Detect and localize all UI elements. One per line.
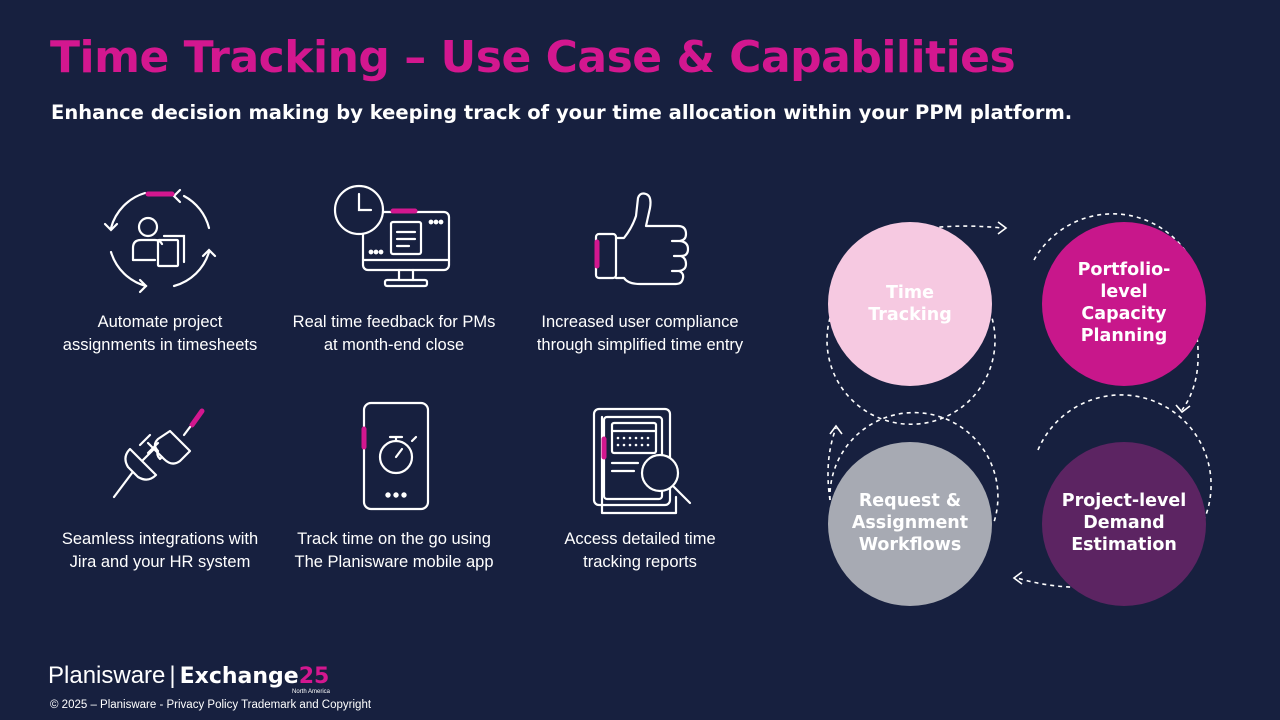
capability-label-line2: assignments in timesheets (62, 336, 258, 354)
event-name: Exchange (179, 664, 299, 689)
capability-label-line1: Track time on the go using (297, 530, 491, 548)
capability-label-line2: The Planisware mobile app (294, 553, 494, 571)
report-magnifier-icon (592, 407, 692, 515)
step-request-workflows-label: Request & Assignment Workflows (851, 491, 969, 555)
step-request-workflows-circle (828, 442, 992, 606)
clock-monitor-icon (333, 184, 451, 288)
page-subtitle: Enhance decision making by keeping track… (51, 101, 1073, 124)
capability-real-time-feedback: Real time feedback for PMs at month-end … (274, 175, 514, 354)
step-demand-estimation-circle (1042, 442, 1206, 606)
page-title: Time Tracking – Use Case & Capabilities (50, 32, 1016, 83)
capability-mobile-app: Track time on the go using The Planiswar… (274, 392, 514, 571)
footer-logo: Planisware|Exchange25 North America (48, 662, 330, 695)
capability-label-line1: Access detailed time (564, 530, 716, 548)
capability-label-line1: Increased user compliance (541, 313, 739, 331)
plug-connector-icon (112, 408, 205, 499)
event-region: North America (292, 689, 331, 695)
step-capacity-planning-label: Portfolio- level Capacity Planning (1077, 260, 1171, 346)
step-time-tracking-label: Time Tracking (868, 283, 952, 325)
capability-label-line1: Seamless integrations with (61, 530, 259, 548)
step-capacity-planning-circle (1042, 222, 1206, 386)
capability-label-line2: through simplified time entry (536, 336, 744, 354)
mobile-stopwatch-icon (361, 401, 430, 511)
capability-label-line1: Real time feedback for PMs (292, 313, 496, 331)
copyright-notice: © 2025 – Planisware - Privacy Policy Tra… (50, 699, 372, 711)
cycle-circles (828, 222, 1206, 606)
capability-user-compliance: Increased user compliance through simpli… (520, 175, 760, 354)
user-documents-cycle-icon (103, 188, 217, 294)
thumbs-up-icon (594, 192, 690, 286)
step-time-tracking-circle (828, 222, 992, 386)
capability-automate-assignments: Automate project assignments in timeshee… (40, 175, 280, 354)
brand-name: Planisware (48, 662, 166, 689)
step-demand-estimation-label: Project-level Demand Estimation (1061, 491, 1187, 555)
capability-label-line2: Jira and your HR system (69, 553, 251, 571)
capability-label-line2: at month-end close (323, 336, 465, 354)
capability-reports: Access detailed time tracking reports (520, 392, 760, 571)
brand-separator: | (169, 662, 176, 689)
capability-label-line2: tracking reports (583, 553, 697, 571)
capability-label-line1: Automate project (97, 313, 223, 331)
capability-integrations: Seamless integrations with Jira and your… (40, 392, 280, 571)
process-cycle-diagram: Time Tracking Portfolio- level Capacity … (812, 200, 1232, 620)
event-year: 25 (298, 664, 330, 689)
